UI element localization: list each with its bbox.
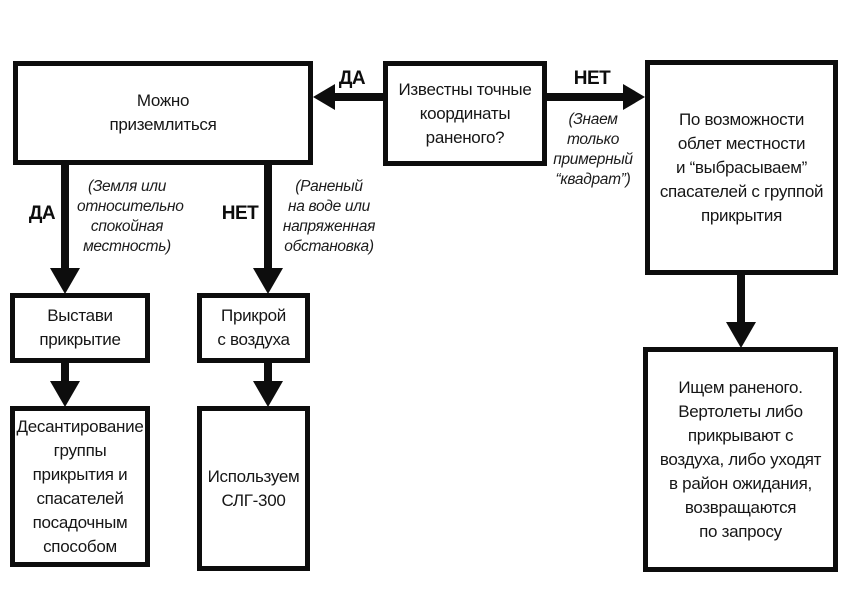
arrow-coverair-to-slg-head-icon — [253, 381, 283, 407]
arrow-setcover-to-landingparty-head-icon — [50, 381, 80, 407]
box-search-wounded-text: Ищем раненого. Вертолеты либо прикрывают… — [659, 377, 822, 541]
box-use-slg-text: Используем СЛГ-300 — [207, 466, 300, 510]
box-landing-party: Десантирование группы прикрытия и спасат… — [10, 406, 150, 567]
label-no-mid: НЕТ — [221, 203, 259, 224]
arrow-setcover-to-landingparty-line — [61, 363, 69, 383]
box-can-land-text: Можно приземлиться — [109, 91, 217, 134]
arrow-canland-to-coverair-head-icon — [253, 268, 283, 294]
box-can-land: Можно приземлиться — [13, 61, 313, 165]
arrow-coverair-to-slg-line — [264, 363, 272, 383]
label-yes-left: ДА — [28, 203, 56, 224]
label-yes-top: ДА — [338, 68, 366, 89]
box-overfly-text: По возможности облет местности и “выбрас… — [659, 109, 824, 225]
box-coords-known-text: Известны точные координаты раненого? — [398, 79, 532, 147]
box-search-wounded: Ищем раненого. Вертолеты либо прикрывают… — [643, 347, 838, 572]
note-water-or-tension: (Раненый на воде или напряженная обстано… — [282, 178, 376, 255]
box-set-cover-text: Выстави прикрытие — [39, 306, 121, 349]
label-no-top: НЕТ — [573, 68, 611, 89]
arrow-overfly-to-search-head-icon — [726, 322, 756, 348]
arrow-canland-to-setcover-head-icon — [50, 268, 80, 294]
arrow-coords-to-overfly-head-icon — [623, 84, 645, 110]
arrow-canland-to-coverair-line — [264, 165, 272, 271]
box-cover-air: Прикрой с воздуха — [197, 293, 310, 363]
box-cover-air-text: Прикрой с воздуха — [217, 306, 290, 349]
arrow-canland-to-setcover-line — [61, 165, 69, 271]
arrow-coords-to-canland-head-icon — [313, 84, 335, 110]
box-coords-known: Известны точные координаты раненого? — [383, 61, 547, 166]
note-calm-terrain: (Земля или относительно спокойная местно… — [77, 178, 184, 255]
arrow-coords-to-canland-line — [332, 93, 383, 101]
box-set-cover: Выстави прикрытие — [10, 293, 150, 363]
box-landing-party-text: Десантирование группы прикрытия и спасат… — [16, 416, 144, 556]
box-use-slg: Используем СЛГ-300 — [197, 406, 310, 571]
arrow-coords-to-overfly-line — [547, 93, 625, 101]
note-approx-square: (Знаем только примерный “квадрат”) — [553, 111, 633, 188]
box-overfly: По возможности облет местности и “выбрас… — [645, 60, 838, 275]
arrow-overfly-to-search-line — [737, 275, 745, 325]
